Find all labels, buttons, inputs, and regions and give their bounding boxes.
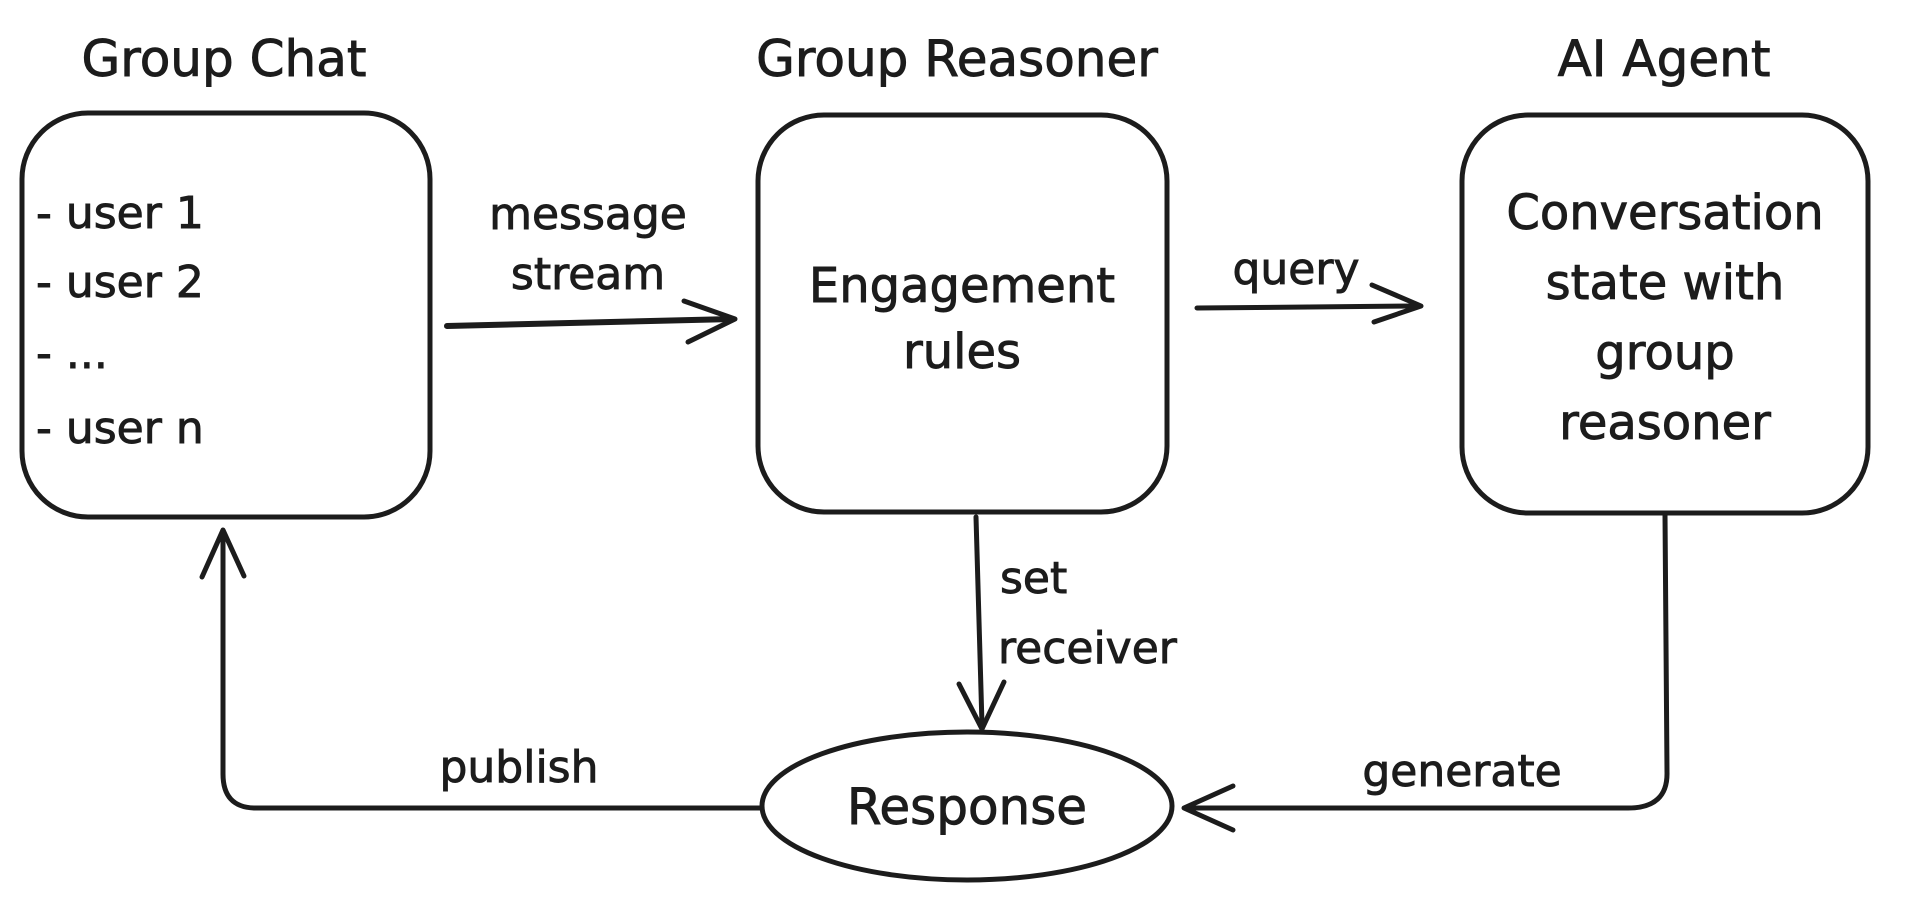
group-chat-box: [19, 110, 433, 520]
edge-query-label: query: [1232, 244, 1359, 295]
edge-message-stream-shaft: [444, 316, 736, 329]
response-ellipse: [759, 729, 1175, 883]
response-label: Response: [847, 778, 1087, 836]
edge-generate-shaft: [1183, 511, 1670, 811]
group-reasoner-box: [755, 112, 1170, 515]
edge-message-stream-label-line-1: message: [489, 189, 687, 240]
edge-generate-arrowhead-left-icon: [1181, 783, 1236, 833]
edge-query-shaft: [1194, 303, 1420, 311]
group-chat-item-1: - user 1: [36, 188, 204, 239]
edge-query-arrowhead-right-icon: [1369, 282, 1424, 325]
edge-set-receiver-arrowhead-down-icon: [956, 679, 1007, 732]
edge-set-receiver-shaft: [973, 514, 985, 728]
group-chat-title: Group Chat: [82, 30, 367, 88]
ai-agent-label-line-4: reasoner: [1559, 395, 1771, 451]
edge-set-receiver-label-line-2: receiver: [998, 623, 1178, 674]
group-chat-item-ellipsis: - ...: [36, 328, 108, 379]
edge-set-receiver-label-line-1: set: [1000, 553, 1067, 604]
group-reasoner-title: Group Reasoner: [756, 30, 1158, 88]
edge-message-stream-label-line-2: stream: [511, 249, 665, 300]
group-chat-item-2: - user 2: [36, 257, 204, 308]
group-reasoner-label-line-1: Engagement: [809, 258, 1115, 314]
ai-agent-box: [1459, 112, 1871, 516]
ai-agent-label-line-1: Conversation: [1506, 185, 1823, 241]
group-chat-item-n: - user n: [36, 403, 204, 454]
edge-publish-arrowhead-up-icon: [199, 527, 247, 580]
edge-publish-label: publish: [439, 742, 598, 793]
ai-agent-label-line-2: state with: [1546, 255, 1785, 311]
ai-agent-title: AI Agent: [1558, 30, 1771, 88]
edge-message-stream-arrowhead-right-icon: [681, 298, 738, 345]
group-reasoner-label-line-2: rules: [903, 324, 1021, 380]
edge-generate-label: generate: [1362, 746, 1561, 797]
ai-agent-label-line-3: group: [1595, 325, 1734, 381]
edge-publish-shaft: [220, 529, 763, 811]
